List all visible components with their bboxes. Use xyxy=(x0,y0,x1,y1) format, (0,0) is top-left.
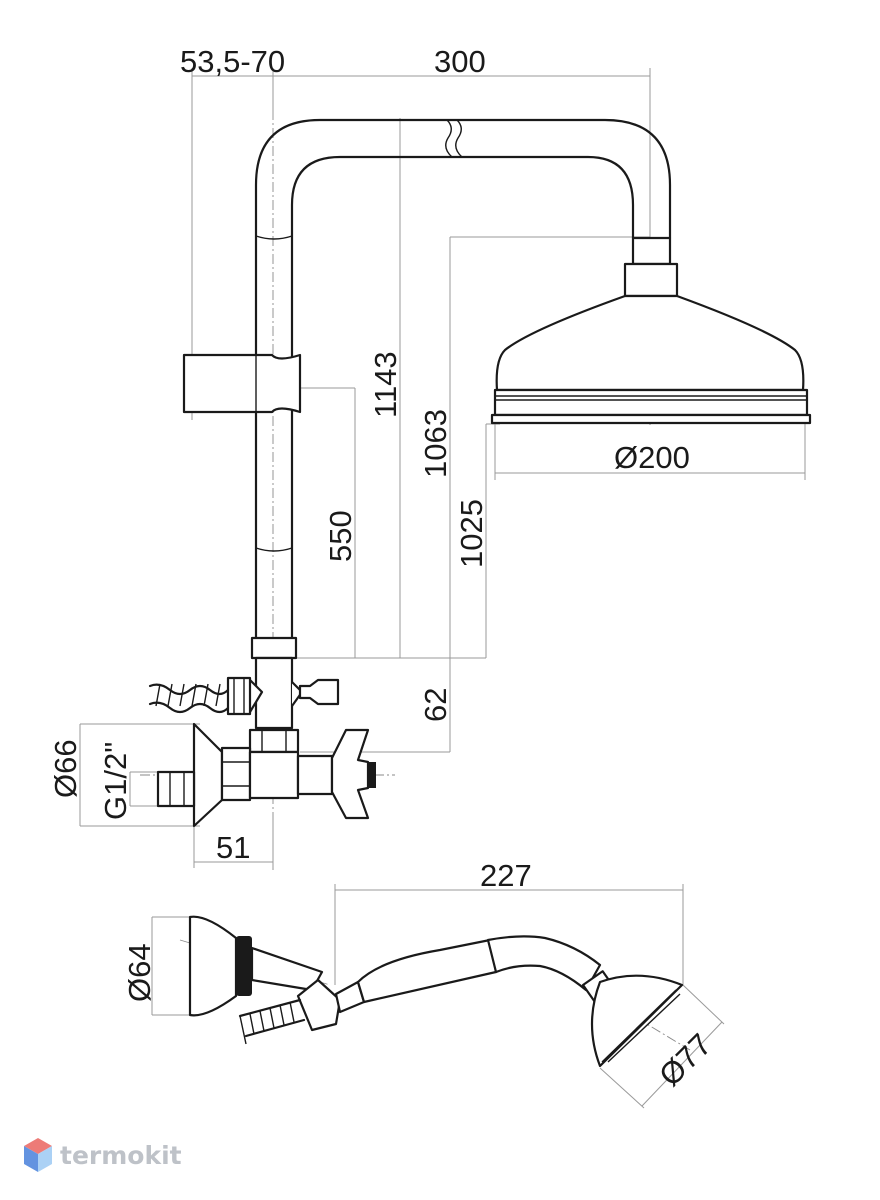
dim-slider-height: 550 xyxy=(323,510,358,562)
brand-name: termokit xyxy=(60,1141,182,1170)
axis-lines xyxy=(140,110,691,1051)
dimension-labels: 53,5-70 300 1143 1063 1025 550 62 Ø200 Ø… xyxy=(48,44,718,1093)
dim-height-head: 1063 xyxy=(418,409,453,478)
hose-spiral-upper xyxy=(148,683,230,714)
hand-shower xyxy=(296,935,684,1068)
dim-head-diameter: Ø200 xyxy=(614,440,690,475)
dim-arm-offset: 53,5-70 xyxy=(180,44,285,79)
dim-height-total: 1143 xyxy=(368,351,403,418)
brand-cube-icon xyxy=(24,1138,52,1172)
dimension-lines xyxy=(79,68,806,1109)
dim-inlet-thread: G1/2" xyxy=(98,742,133,820)
dim-escutcheon-diameter: Ø66 xyxy=(48,739,83,798)
slide-holder xyxy=(182,353,302,414)
wall-valve xyxy=(156,722,376,828)
hand-shower-holder xyxy=(188,915,324,1017)
diverter-valve xyxy=(226,636,340,754)
dim-height-rim: 1025 xyxy=(454,499,489,568)
hose-spiral-lower xyxy=(238,998,306,1045)
dim-valve-offset: 62 xyxy=(418,688,453,722)
dim-arm-length: 300 xyxy=(434,44,486,79)
dim-wall-depth: 51 xyxy=(216,830,250,865)
brand-watermark: termokit xyxy=(24,1138,182,1172)
rain-shower-head xyxy=(490,236,812,425)
dim-hand-length: 227 xyxy=(480,858,532,893)
shower-riser xyxy=(254,118,672,642)
dim-holder-diameter: Ø64 xyxy=(122,943,157,1002)
